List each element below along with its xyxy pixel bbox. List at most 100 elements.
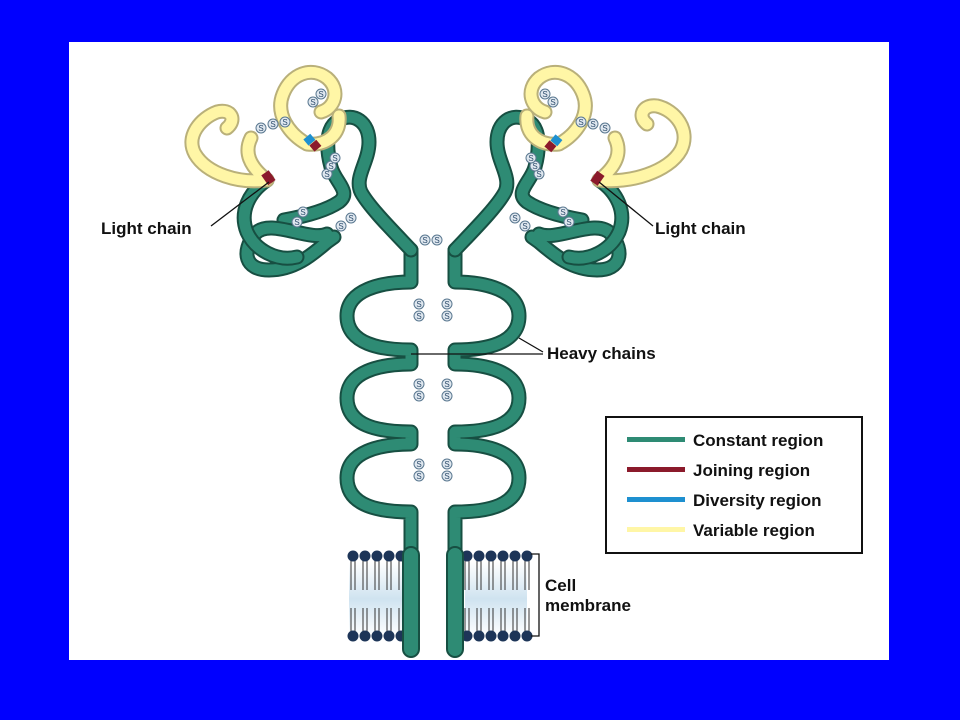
lipid-head <box>473 630 485 642</box>
disulfide-bond: S <box>441 310 453 322</box>
lipid-head <box>521 630 533 642</box>
cell-membrane-label-line2: membrane <box>545 596 631 615</box>
svg-text:S: S <box>332 154 337 163</box>
transmembrane-left <box>402 546 420 658</box>
svg-text:S: S <box>324 170 329 179</box>
disulfide-bond: S <box>413 458 425 470</box>
lipid-head <box>485 550 497 562</box>
disulfide-bond: S <box>413 470 425 482</box>
light-chain-left-constant-fill <box>241 222 340 276</box>
lipid-head <box>371 630 383 642</box>
svg-text:S: S <box>422 236 427 245</box>
svg-text:S: S <box>542 90 547 99</box>
heavy-chain-right-diversity <box>550 134 563 147</box>
disulfide-bond: S <box>441 390 453 402</box>
disulfide-bond: S <box>291 216 303 228</box>
legend-label: Variable region <box>693 521 815 540</box>
svg-text:S: S <box>590 120 595 129</box>
svg-text:S: S <box>522 222 527 231</box>
svg-text:S: S <box>444 300 449 309</box>
leader-light-chain-right <box>598 181 654 227</box>
disulfide-bond: S <box>509 212 521 224</box>
svg-text:S: S <box>444 460 449 469</box>
lipid-head <box>383 630 395 642</box>
heavy-chain-left-fill <box>341 244 417 648</box>
svg-text:S: S <box>416 380 421 389</box>
disulfide-bond: S <box>279 116 291 128</box>
light-chain-left-joining <box>261 170 276 186</box>
legend-swatch <box>627 497 685 502</box>
svg-text:S: S <box>416 392 421 401</box>
heavy-chain-left-variable <box>273 65 347 152</box>
legend-swatch <box>627 437 685 442</box>
lipid-head <box>371 550 383 562</box>
membrane-bracket <box>531 553 540 637</box>
light-chain-right-joining <box>590 170 605 186</box>
heavy-chain-right-joining <box>544 140 557 153</box>
disulfide-bond: S <box>441 458 453 470</box>
disulfide-bond: S <box>307 96 319 108</box>
lipid-head <box>473 550 485 562</box>
disulfide-bond: S <box>419 234 431 246</box>
legend-label: Joining region <box>693 461 810 480</box>
leader-light-chain-left <box>210 181 270 227</box>
disulfide-bond: S <box>413 310 425 322</box>
disulfide-bond: S <box>587 118 599 130</box>
svg-text:S: S <box>282 118 287 127</box>
lipid-head <box>461 630 473 642</box>
svg-text:S: S <box>444 472 449 481</box>
lipid-head <box>509 550 521 562</box>
svg-text:S: S <box>270 120 275 129</box>
heavy-chain-left-joining <box>309 139 322 152</box>
lipid-head <box>347 630 359 642</box>
svg-text:S: S <box>444 312 449 321</box>
heavy-chain-left-diversity <box>303 133 316 146</box>
legend-swatch <box>627 527 685 532</box>
disulfide-bond: S <box>315 88 327 100</box>
disulfide-bond: S <box>297 206 309 218</box>
cell-membrane <box>347 550 533 642</box>
svg-text:S: S <box>258 124 263 133</box>
transmembrane-right <box>446 546 464 658</box>
heavy-chain-right-variable-fill <box>521 67 591 150</box>
svg-text:S: S <box>578 118 583 127</box>
disulfide-bond: S <box>441 298 453 310</box>
svg-text:S: S <box>300 208 305 217</box>
leader-lines <box>210 181 654 637</box>
svg-text:S: S <box>318 90 323 99</box>
light-chain-right-constant-fill <box>526 222 625 276</box>
svg-text:S: S <box>550 98 555 107</box>
lipid-head <box>359 630 371 642</box>
svg-text:S: S <box>416 312 421 321</box>
legend-label: Diversity region <box>693 491 822 510</box>
lipid-head <box>383 550 395 562</box>
svg-text:S: S <box>536 170 541 179</box>
cell-membrane-label-line1: Cell <box>545 576 576 595</box>
light-chain-left-label: Light chain <box>101 219 192 238</box>
disulfide-bond: S <box>539 88 551 100</box>
disulfide-bond: S <box>267 118 279 130</box>
svg-text:S: S <box>416 472 421 481</box>
disulfide-bond: S <box>329 152 341 164</box>
disulfide-bond: S <box>413 378 425 390</box>
disulfide-bond: S <box>519 220 531 232</box>
disulfide-bond: S <box>557 206 569 218</box>
svg-text:S: S <box>602 124 607 133</box>
heavy-chain-right-variable <box>519 65 593 153</box>
light-chain-left-constant-loop-fill <box>238 174 303 264</box>
heavy-chains-label: Heavy chains <box>547 344 656 363</box>
svg-text:S: S <box>444 392 449 401</box>
svg-text:S: S <box>566 218 571 227</box>
disulfide-bond: S <box>441 378 453 390</box>
svg-text:S: S <box>348 214 353 223</box>
heavy-chain-right-fill <box>449 244 525 648</box>
disulfide-bond: S <box>431 234 443 246</box>
lipid-head <box>521 550 533 562</box>
disulfide-bond: S <box>525 152 537 164</box>
svg-text:S: S <box>416 460 421 469</box>
lipid-head <box>497 550 509 562</box>
lipid-head <box>485 630 497 642</box>
